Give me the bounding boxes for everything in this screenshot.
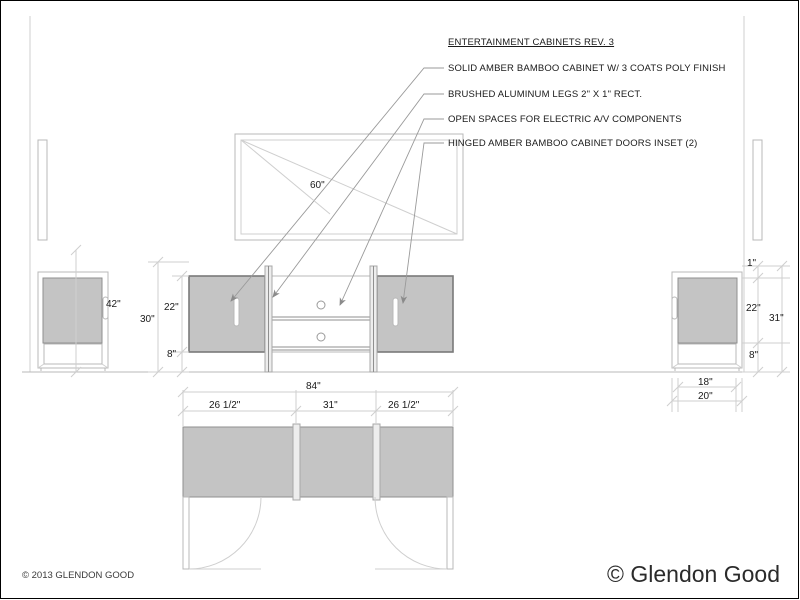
note-legs: BRUSHED ALUMINUM LEGS 2" X 1" RECT. (448, 89, 643, 100)
dim-side-leg-height: 8" (749, 350, 759, 361)
dim-side-overall-height: 31" (769, 313, 784, 324)
dim-wall-height: 42" (106, 299, 121, 310)
dim-side-inner-width: 18" (698, 377, 713, 388)
dim-center-leg-height: 8" (167, 349, 177, 360)
note-doors: HINGED AMBER BAMBOO CABINET DOORS INSET … (448, 138, 698, 149)
dim-side-outer-width: 20" (698, 391, 713, 402)
center-cabinet-elevation (188, 265, 454, 373)
right-wall-panel (752, 139, 763, 241)
note-material: SOLID AMBER BAMBOO CABINET W/ 3 COATS PO… (448, 63, 726, 74)
left-wall-panel (37, 139, 48, 241)
dim-center-cabinet-height: 22" (164, 302, 179, 313)
leader-lines (230, 67, 444, 306)
signature-watermark: © Glendon Good (607, 561, 780, 587)
left-side-cabinet-elevation (37, 271, 109, 371)
dim-plan-center-section: 31" (323, 400, 338, 411)
copyright-notice: © 2013 GLENDON GOOD (22, 570, 135, 581)
television (234, 133, 464, 241)
dimension-lines-right-cabinet (666, 260, 790, 412)
wall-lines (29, 16, 745, 372)
dimension-lines-plan (177, 386, 459, 427)
drawing-title: ENTERTAINMENT CABINETS REV. 3 (448, 37, 615, 48)
dim-plan-overall-width: 84" (306, 381, 321, 392)
plan-view (182, 423, 454, 570)
right-side-cabinet-elevation (671, 271, 743, 371)
dim-side-cabinet-height: 22" (746, 303, 761, 314)
dim-tv-diagonal: 60" (310, 180, 325, 191)
note-open-spaces: OPEN SPACES FOR ELECTRIC A/V COMPONENTS (448, 114, 682, 125)
dim-plan-right-section: 26 1/2" (388, 400, 420, 411)
dimension-lines-center-elevation (70, 244, 189, 378)
dim-plan-left-section: 26 1/2" (209, 400, 241, 411)
dim-side-top-gap: 1" (747, 258, 757, 269)
dim-center-overall-height: 30" (140, 314, 155, 325)
